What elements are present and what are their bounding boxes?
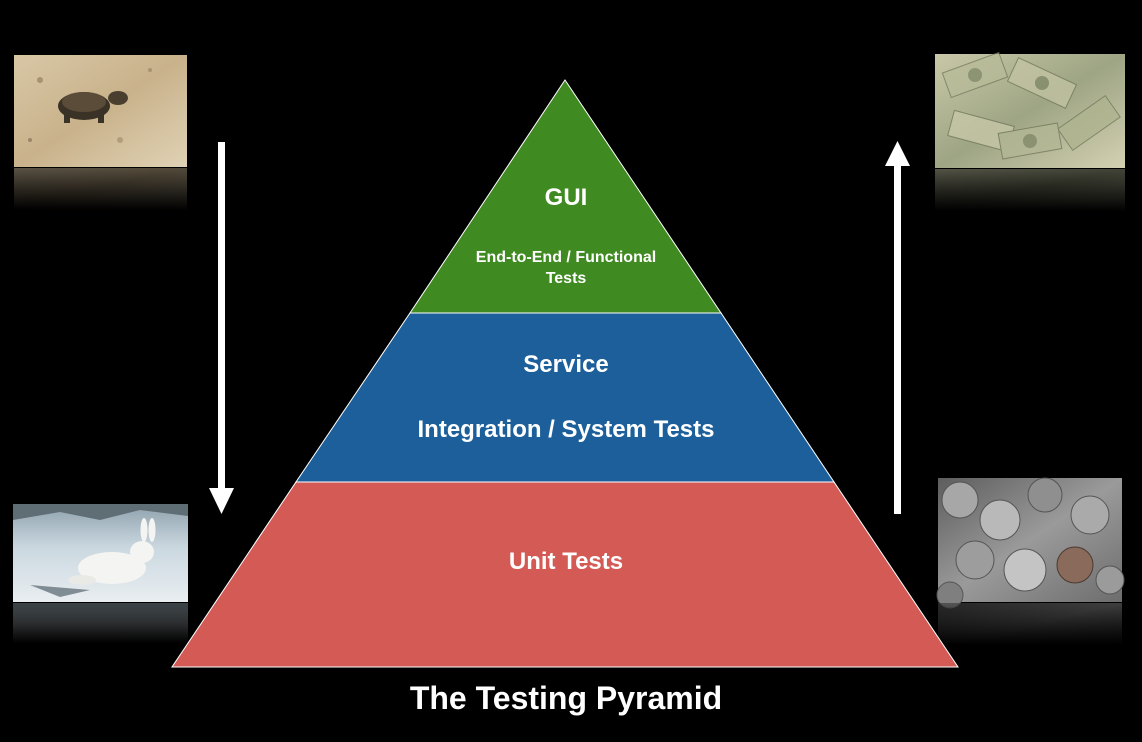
tier-service-subtitle: Integration / System Tests	[418, 416, 715, 443]
tier-gui-name: GUI	[545, 184, 588, 211]
tier-gui-subtitle-line2: Tests	[546, 270, 587, 287]
tier-service	[295, 312, 835, 483]
tier-unit-name: Unit Tests	[509, 548, 623, 575]
diagram-title: The Testing Pyramid	[410, 680, 722, 716]
pyramid	[171, 79, 959, 668]
arrow-up-icon	[885, 141, 910, 514]
tier-gui	[409, 79, 722, 314]
coins-image	[936, 477, 1125, 645]
arrow-down-icon	[209, 142, 234, 514]
tier-gui-subtitle-line1: End-to-End / Functional	[476, 249, 656, 266]
tier-service-name: Service	[523, 351, 608, 378]
rabbit-image	[13, 504, 188, 643]
turtle-image	[14, 55, 187, 210]
dollar-bills-image	[935, 51, 1125, 211]
